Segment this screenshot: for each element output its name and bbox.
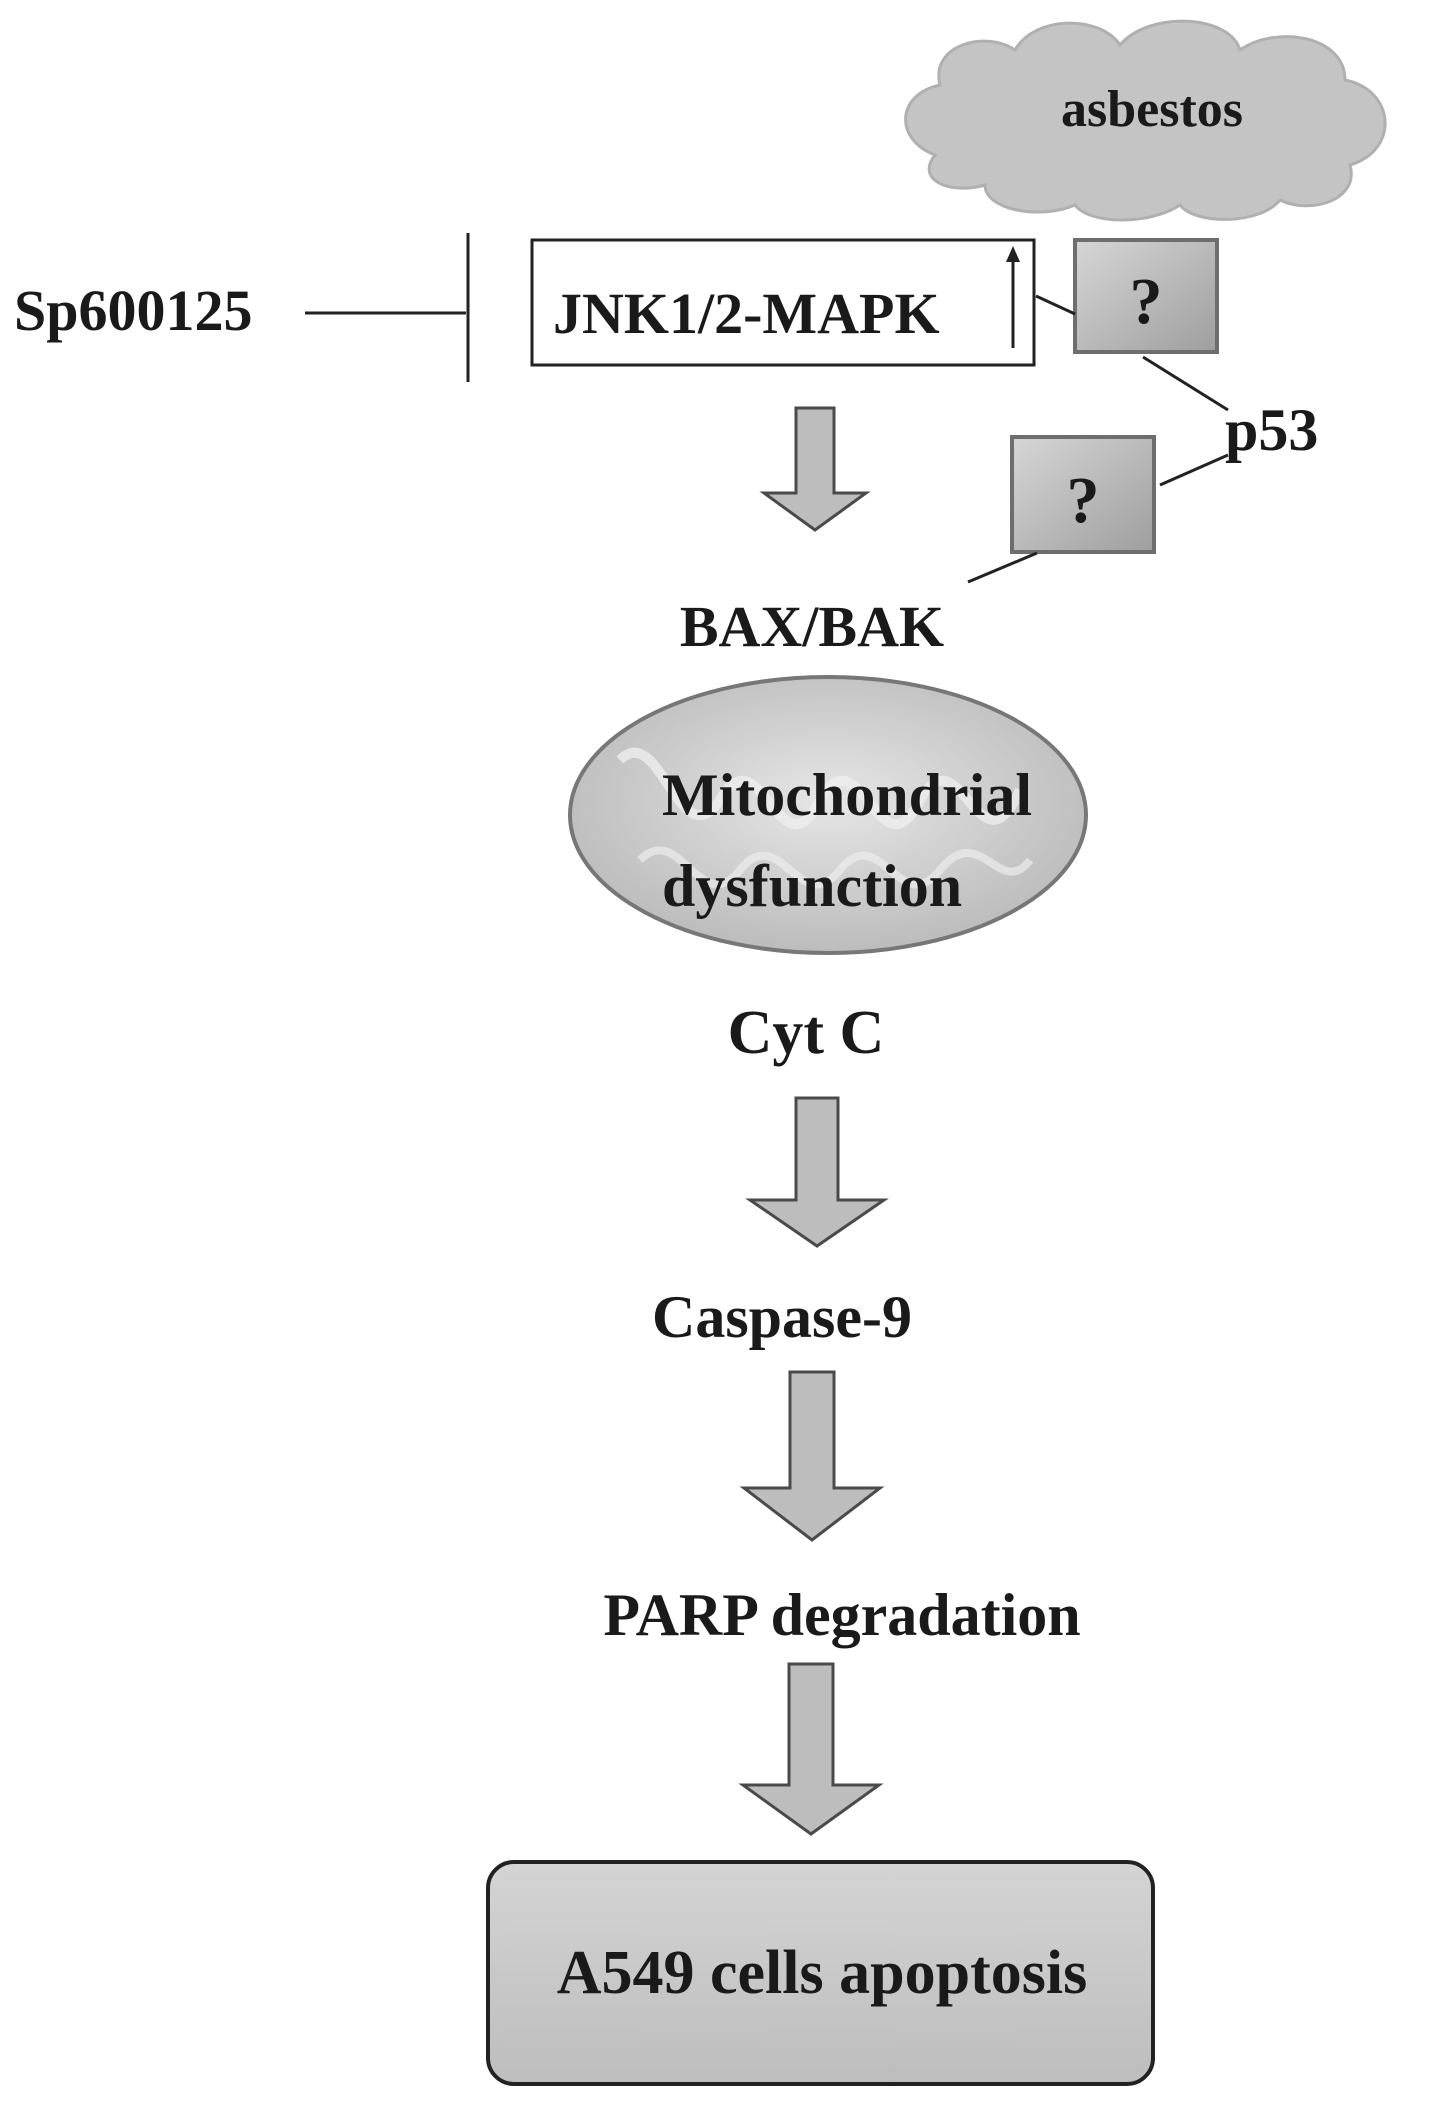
inhibitor-label: Sp600125: [14, 278, 253, 343]
asbestos-cloud: asbestos: [904, 19, 1387, 222]
unknown-top-label: ?: [1130, 265, 1163, 338]
mito-label-line2: dysfunction: [662, 853, 962, 919]
caspase-label: Caspase-9: [652, 1284, 912, 1350]
connector-unknown-bax: [967, 551, 1038, 584]
mitochondrion-shape: [568, 675, 1088, 955]
up-arrow-icon: [1006, 246, 1020, 348]
unknown-mid-label: ?: [1067, 464, 1100, 537]
mito-label-line1: Mitochondrial: [662, 762, 1032, 828]
bax-label: BAX/BAK: [680, 594, 944, 659]
connector-unknown-p53: [1142, 355, 1229, 412]
arrow-caspase-to-parp: [739, 1370, 885, 1542]
arrow-jnk-to-bax: [759, 406, 871, 532]
jnk-label: JNK1/2-MAPK: [553, 281, 940, 346]
p53-label: p53: [1225, 397, 1318, 463]
cytc-label: Cyt C: [728, 999, 885, 1067]
arrow-parp-to-outcome: [738, 1662, 884, 1836]
apoptosis-label: A549 cells apoptosis: [557, 1939, 1087, 2007]
apoptosis-box: [486, 1860, 1155, 2086]
jnk-box: [530, 238, 1036, 367]
unknown-box-top: [1073, 238, 1219, 354]
connector-jnk-unknown: [1035, 294, 1076, 316]
arrow-cytc-to-caspase: [745, 1096, 889, 1248]
connector-p53-unknown: [1159, 453, 1229, 487]
unknown-box-mid: [1010, 435, 1156, 554]
asbestos-label: asbestos: [1061, 81, 1243, 138]
parp-label: PARP degradation: [603, 1582, 1080, 1648]
